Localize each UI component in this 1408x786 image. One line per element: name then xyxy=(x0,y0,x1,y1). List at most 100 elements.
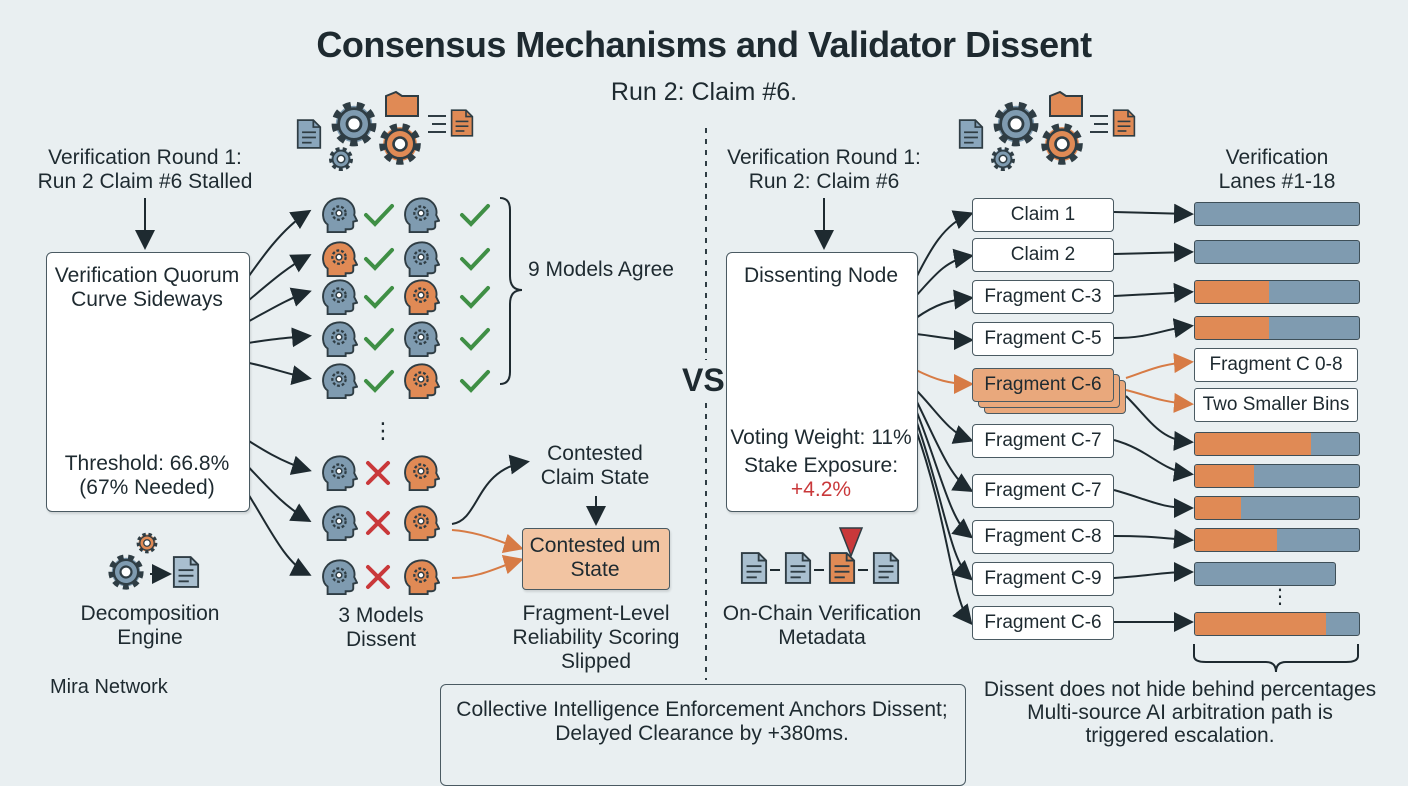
model-head-icon xyxy=(321,321,358,358)
document-icon xyxy=(958,119,984,149)
gear-icon xyxy=(136,532,158,554)
gear-icon xyxy=(1045,127,1079,161)
verification-lane xyxy=(1194,240,1360,264)
gear-icon xyxy=(331,149,351,169)
models-agree-label: 9 Models Agree xyxy=(528,258,674,281)
lanes-ellipsis: ⋮ xyxy=(1270,586,1290,608)
folder-icon xyxy=(385,90,419,117)
voting-weight-label: Voting Weight: 11% xyxy=(730,426,912,449)
gear-icon xyxy=(336,106,372,142)
check-icon xyxy=(364,248,394,271)
left-round-label: Verification Round 1: Run 2 Claim #6 Sta… xyxy=(37,146,253,193)
document-icon xyxy=(172,556,200,588)
models-ellipsis: ⋮ xyxy=(372,418,394,443)
check-icon xyxy=(460,286,490,309)
document-icon xyxy=(872,552,900,584)
dissenting-node-title: Dissenting Node xyxy=(743,264,899,287)
model-head-icon xyxy=(403,363,440,400)
top-left-icon-cluster xyxy=(296,90,474,169)
verification-lane xyxy=(1194,316,1360,340)
folder-icon xyxy=(1049,90,1083,117)
contested-state-box xyxy=(522,528,670,590)
model-head-icon xyxy=(403,197,440,234)
gear-icon xyxy=(383,127,417,161)
lanes-title: Verification Lanes #1-18 xyxy=(1218,146,1336,193)
gear-icon xyxy=(993,149,1013,169)
verification-lane xyxy=(1194,562,1336,586)
claim-box[interactable]: Claim 1 xyxy=(972,198,1114,232)
claim-box[interactable]: Fragment C-6 xyxy=(972,606,1114,640)
stake-exposure-label: Stake Exposure: xyxy=(743,454,899,477)
document-icon xyxy=(1112,109,1136,137)
lane-fill xyxy=(1195,529,1277,551)
gear-icon xyxy=(112,558,141,587)
models-dissent-label: 3 Models Dissent xyxy=(338,604,424,651)
gear-icon xyxy=(998,106,1034,142)
smaller-bins: Two Smaller Bins xyxy=(1194,388,1358,422)
model-head-icon xyxy=(321,363,358,400)
verification-lane xyxy=(1194,280,1360,304)
model-head-icon xyxy=(403,279,440,316)
check-icon xyxy=(460,328,490,351)
on-chain-metadata-icons xyxy=(740,527,900,584)
claim-box[interactable]: Claim 2 xyxy=(972,238,1114,272)
on-chain-metadata-label: On-Chain Verification Metadata xyxy=(722,602,922,649)
verification-lane xyxy=(1194,612,1360,636)
claim-box[interactable]: Fragment C-3 xyxy=(972,280,1114,314)
claim-box[interactable]: Fragment C-6 xyxy=(972,368,1114,402)
model-head-icon xyxy=(403,455,440,492)
model-head-icon xyxy=(403,321,440,358)
enforcement-text: Collective Intelligence Enforcement Anch… xyxy=(456,698,948,745)
right-round-label: Verification Round 1: Run 2: Claim #6 xyxy=(727,146,921,193)
claim-box[interactable]: Fragment C-9 xyxy=(972,562,1114,596)
cross-icon xyxy=(366,461,390,485)
model-head-icon xyxy=(321,505,358,542)
warning-flag-icon xyxy=(838,527,864,559)
reliability-scoring-label: Fragment-Level Reliability Scoring Slipp… xyxy=(512,602,680,673)
check-icon xyxy=(364,286,394,309)
claim-box[interactable]: Fragment C-7 xyxy=(972,474,1114,508)
model-head-icon xyxy=(321,197,358,234)
check-icon xyxy=(460,370,490,393)
model-head-icon xyxy=(321,455,358,492)
check-icon xyxy=(364,204,394,227)
model-head-icon xyxy=(403,559,440,596)
check-icon xyxy=(364,328,394,351)
verification-lane xyxy=(1194,496,1360,520)
lane-fill xyxy=(1195,281,1269,303)
quorum-title: Verification Quorum Curve Sideways xyxy=(54,264,240,311)
lane-fill xyxy=(1195,433,1312,455)
document-icon xyxy=(784,552,812,584)
page-title: Consensus Mechanisms and Validator Disse… xyxy=(316,24,1092,65)
verification-lane xyxy=(1194,464,1360,488)
stake-exposure-value: +4.2% xyxy=(790,478,852,501)
claim-box[interactable]: Fragment C-8 xyxy=(972,520,1114,554)
model-head-icon xyxy=(321,241,358,278)
model-head-icon xyxy=(403,505,440,542)
cross-icon xyxy=(366,511,390,535)
cross-icon xyxy=(366,565,390,589)
verification-lane xyxy=(1194,432,1360,456)
model-head-icon xyxy=(403,241,440,278)
contested-state-text: Contested um State xyxy=(529,534,661,581)
fragment-bin: Fragment C 0-8 xyxy=(1194,348,1358,382)
model-head-icon xyxy=(321,279,358,316)
lane-fill xyxy=(1195,613,1327,635)
lane-fill xyxy=(1195,317,1269,339)
lane-fill xyxy=(1195,465,1255,487)
verification-lane xyxy=(1194,202,1360,226)
model-head-icon xyxy=(321,559,358,596)
lane-fill xyxy=(1195,497,1241,519)
verification-lane xyxy=(1194,528,1360,552)
decomposition-engine-label: Decomposition Engine xyxy=(80,602,220,649)
check-icon xyxy=(460,248,490,271)
contested-claim-label: Contested Claim State xyxy=(540,442,650,489)
document-icon xyxy=(740,552,768,584)
claim-box[interactable]: Fragment C-5 xyxy=(972,322,1114,356)
claim-box[interactable]: Fragment C-7 xyxy=(972,424,1114,458)
vs-label: VS xyxy=(682,360,725,401)
brand-label: Mira Network xyxy=(50,676,168,698)
page-subtitle: Run 2: Claim #6. xyxy=(610,78,798,106)
check-icon xyxy=(364,370,394,393)
document-icon xyxy=(296,119,322,149)
